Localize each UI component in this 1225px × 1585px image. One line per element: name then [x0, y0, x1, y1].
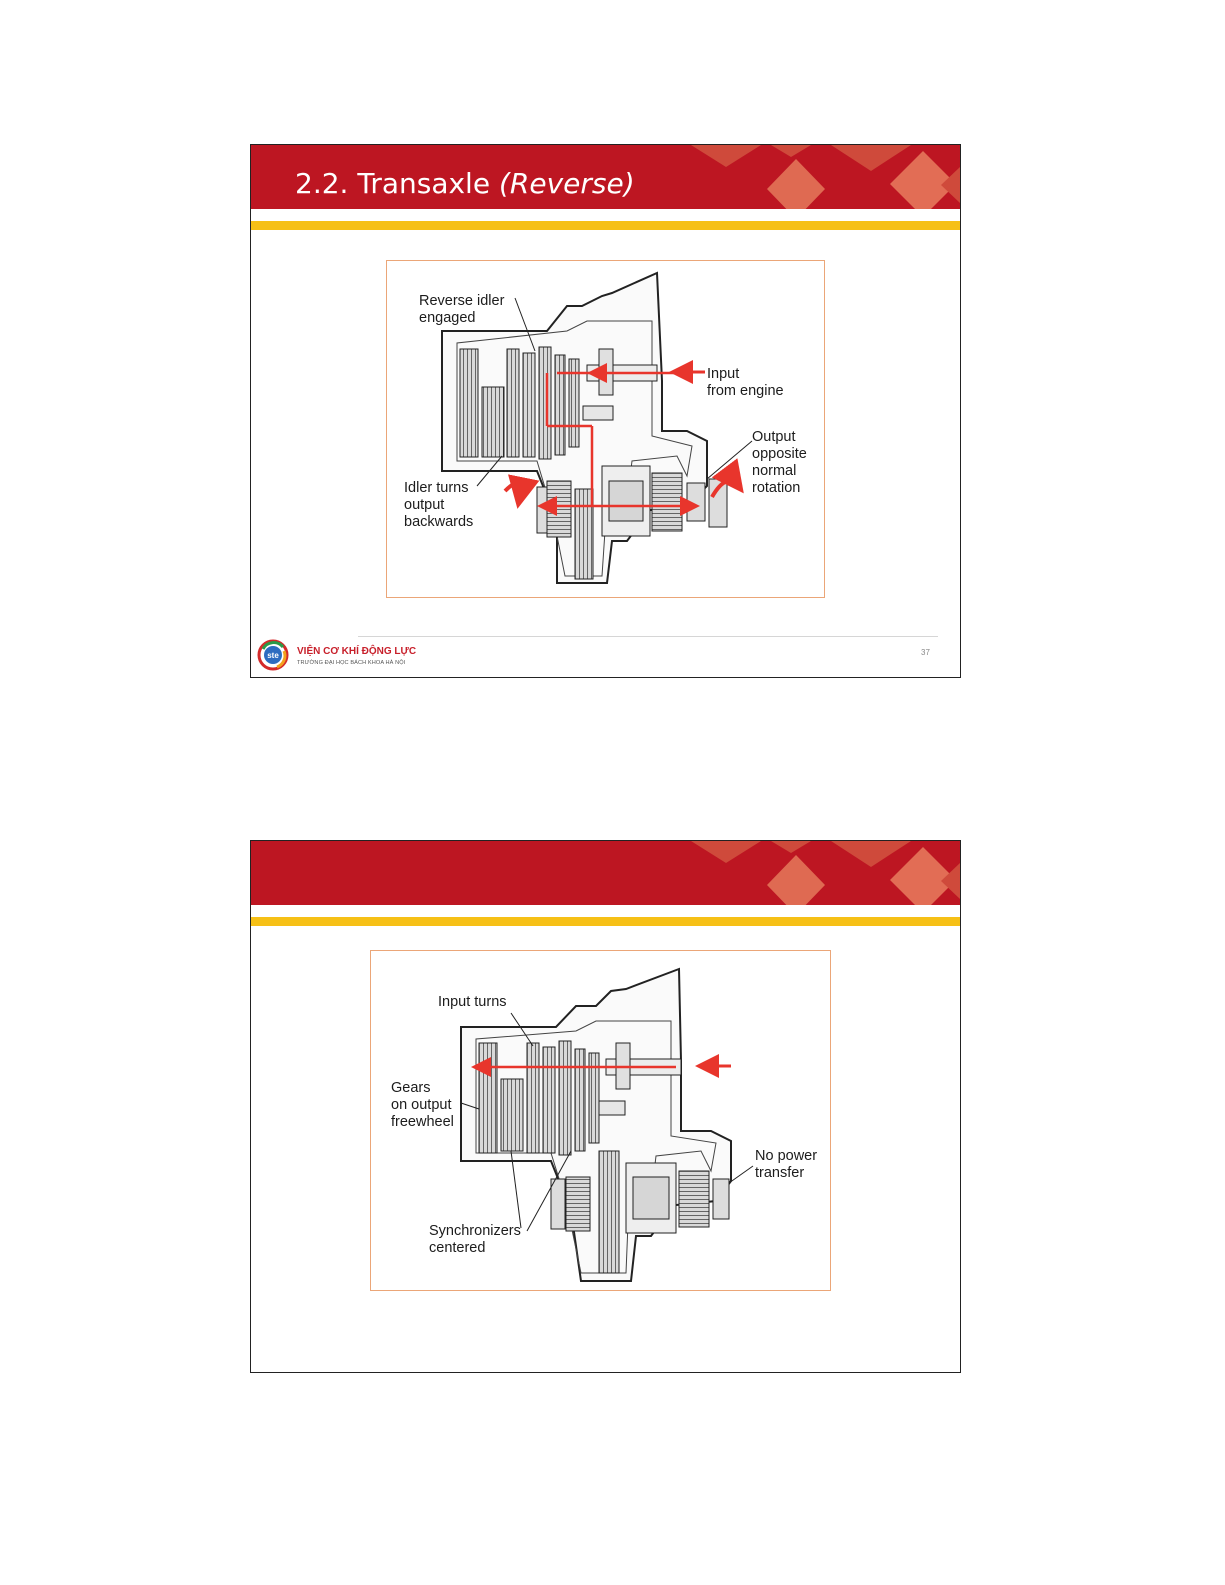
- label-output-opposite: Output opposite normal rotation: [752, 429, 807, 497]
- slide-37: 2.2. Transaxle (Reverse): [251, 145, 960, 677]
- label-line: freewheel: [391, 1114, 454, 1131]
- slide-title: 2.2. Transaxle (Reverse): [295, 167, 635, 201]
- label-reverse-idler: Reverse idler engaged: [419, 293, 504, 327]
- label-line: Idler turns: [404, 480, 473, 497]
- label-line: backwards: [404, 514, 473, 531]
- institute-name: VIỆN CƠ KHÍ ĐỘNG LỰC: [297, 646, 416, 657]
- label-line: normal: [752, 463, 807, 480]
- label-line: transfer: [755, 1165, 817, 1182]
- label-line: Gears: [391, 1080, 454, 1097]
- gold-band: [251, 917, 960, 926]
- footer-divider: [358, 636, 938, 637]
- label-input-from-engine: Input from engine: [707, 366, 784, 400]
- institute-subtitle: TRƯỜNG ĐẠI HỌC BÁCH KHOA HÀ NỘI: [297, 660, 405, 666]
- logo-text: ste: [267, 651, 279, 660]
- label-input-turns: Input turns: [438, 994, 507, 1011]
- slide-header: 2.2. Transaxle (Reverse): [251, 145, 960, 209]
- label-line: No power: [755, 1148, 817, 1165]
- label-gears-freewheel: Gears on output freewheel: [391, 1080, 454, 1131]
- label-line: opposite: [752, 446, 807, 463]
- slide-title-italic: (Reverse): [499, 167, 635, 200]
- page-number: 37: [921, 648, 930, 657]
- label-line: Output: [752, 429, 807, 446]
- institute-logo: ste: [257, 639, 289, 671]
- transaxle-reverse-figure: Reverse idler engaged Input from engine …: [386, 260, 825, 598]
- slide-38: Input turns Gears on output freewheel No…: [251, 841, 960, 1372]
- label-line: output: [404, 497, 473, 514]
- transaxle-neutral-figure: Input turns Gears on output freewheel No…: [370, 950, 831, 1291]
- label-line: on output: [391, 1097, 454, 1114]
- label-no-power-transfer: No power transfer: [755, 1148, 817, 1182]
- label-line: from engine: [707, 383, 784, 400]
- label-line: rotation: [752, 480, 807, 497]
- label-line: Input: [707, 366, 784, 383]
- gold-band: [251, 221, 960, 230]
- label-line: Synchronizers: [429, 1223, 521, 1240]
- label-line: Reverse idler: [419, 293, 504, 310]
- label-idler-turns: Idler turns output backwards: [404, 480, 473, 531]
- label-synchronizers-centered: Synchronizers centered: [429, 1223, 521, 1257]
- slide-header: [251, 841, 960, 905]
- label-line: centered: [429, 1240, 521, 1257]
- slide-title-main: 2.2. Transaxle: [295, 167, 499, 200]
- label-line: engaged: [419, 310, 504, 327]
- header-diamond-pattern: [251, 841, 960, 905]
